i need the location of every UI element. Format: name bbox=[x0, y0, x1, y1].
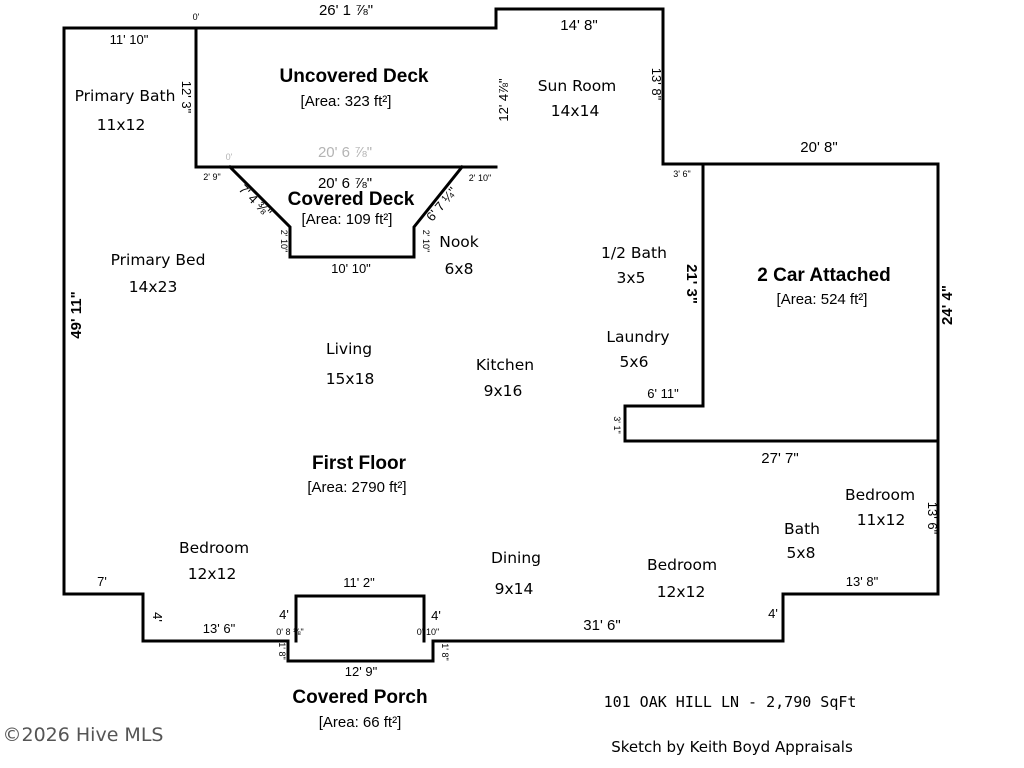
room-primary-bed: Primary Bed bbox=[111, 251, 206, 269]
room-kitchen: Kitchen bbox=[476, 356, 534, 374]
dim-bl-jog-depth: 4' bbox=[150, 612, 165, 622]
dim-top-zero: 0' bbox=[193, 12, 200, 22]
dim-half-bath-wall: 21' 3" bbox=[683, 264, 700, 304]
covered-porch-area: [Area: 66 ft²] bbox=[319, 714, 402, 731]
garage-area: [Area: 524 ft²] bbox=[777, 291, 868, 308]
garage-walls bbox=[623, 162, 940, 443]
room-half-bath-size: 3x5 bbox=[617, 269, 646, 287]
first-floor-label: First Floor bbox=[312, 453, 407, 474]
dim-primary-bath-width: 11' 10" bbox=[110, 32, 149, 47]
dim-covered-deck-width: 20' 6 ⅞" bbox=[318, 175, 372, 192]
room-laundry: Laundry bbox=[606, 328, 669, 346]
room-bedroom-s-size: 12x12 bbox=[657, 583, 706, 601]
dim-porch-right-offset: 0' 10" bbox=[417, 627, 439, 637]
garage-label: 2 Car Attached bbox=[757, 265, 890, 286]
dim-cd-left-offset: 2' 9" bbox=[203, 172, 220, 182]
covered-porch-label: Covered Porch bbox=[292, 687, 427, 708]
copyright-watermark: ©2026 Hive MLS bbox=[3, 724, 164, 746]
dim-br-jog-depth: 4' bbox=[768, 606, 778, 621]
dim-porch-left-step: 1' 8" bbox=[277, 642, 287, 659]
dim-sun-room-width: 14' 8" bbox=[560, 17, 597, 34]
property-address: 101 OAK HILL LN - 2,790 SqFt bbox=[604, 693, 857, 711]
room-bedroom-s: Bedroom bbox=[647, 556, 717, 574]
dim-deck-right: 12' 4⅞" bbox=[496, 78, 511, 122]
dim-garage-bottom: 27' 7" bbox=[761, 450, 798, 467]
dim-br-bottom: 31' 6" bbox=[583, 617, 620, 634]
covered-deck-label: Covered Deck bbox=[288, 189, 415, 210]
dim-sun-room-depth: 13' 8" bbox=[649, 68, 664, 101]
room-bath: Bath bbox=[784, 520, 820, 538]
room-dining-size: 9x14 bbox=[495, 580, 534, 598]
room-sun-room-size: 14x14 bbox=[551, 102, 600, 120]
dim-cd-left-side: 2' 10" bbox=[279, 230, 289, 252]
dim-cd-right-diag: 6' 7 ¼" bbox=[423, 184, 460, 224]
dim-laundry-width: 6' 11" bbox=[647, 386, 679, 401]
first-floor-area: [Area: 2790 ft²] bbox=[307, 479, 406, 496]
room-primary-bed-size: 14x23 bbox=[129, 278, 178, 296]
dim-deck-zero-grey: 0' bbox=[226, 152, 233, 162]
dim-deck-width-grey: 20' 6 ⅞" bbox=[318, 144, 372, 161]
room-living: Living bbox=[326, 340, 372, 358]
dim-cd-right-offset: 2' 10" bbox=[469, 173, 491, 183]
dim-br-jog-width: 13' 8" bbox=[846, 574, 879, 589]
dim-porch-top: 11' 2" bbox=[343, 575, 375, 590]
dim-bedroom-ne-depth: 13' 6" bbox=[925, 502, 940, 535]
uncovered-deck-area: [Area: 323 ft²] bbox=[301, 93, 392, 110]
room-bedroom-sw-size: 12x12 bbox=[188, 565, 237, 583]
dim-cd-right-side: 2' 10" bbox=[421, 230, 431, 252]
dim-porch-left-offset: 0' 8 ⅛" bbox=[276, 627, 303, 637]
room-living-size: 15x18 bbox=[326, 370, 375, 388]
room-nook: Nook bbox=[439, 233, 479, 251]
dim-cd-bottom: 10' 10" bbox=[331, 261, 371, 276]
room-bedroom-sw: Bedroom bbox=[179, 539, 249, 557]
covered-deck-walls bbox=[227, 164, 465, 259]
room-half-bath: 1/2 Bath bbox=[601, 244, 667, 262]
room-kitchen-size: 9x16 bbox=[484, 382, 523, 400]
dim-garage-width: 20' 8" bbox=[800, 139, 837, 156]
room-primary-bath-size: 11x12 bbox=[97, 116, 146, 134]
dim-porch-right-step: 1' 8" bbox=[440, 643, 450, 660]
room-sun-room: Sun Room bbox=[538, 77, 617, 95]
room-bedroom-ne-size: 11x12 bbox=[857, 511, 906, 529]
room-bath-size: 5x8 bbox=[787, 544, 816, 562]
room-nook-size: 6x8 bbox=[445, 260, 474, 278]
covered-deck-area: [Area: 109 ft²] bbox=[302, 211, 393, 228]
dim-left-depth: 49' 11" bbox=[68, 291, 85, 338]
dim-laundry-jog: 3' 1" bbox=[612, 416, 622, 433]
dim-deck-left: 12' 3" bbox=[179, 81, 194, 114]
dim-bl-bottom: 13' 6" bbox=[203, 621, 236, 636]
dim-top-width: 26' 1 ⅞" bbox=[319, 2, 373, 19]
dim-garage-offset: 3' 6" bbox=[673, 169, 690, 179]
dim-garage-depth: 24' 4" bbox=[939, 285, 956, 325]
uncovered-deck-label: Uncovered Deck bbox=[280, 66, 429, 87]
dim-porch-bottom: 12' 9" bbox=[345, 664, 378, 679]
uncovered-deck-walls bbox=[194, 26, 498, 169]
room-dining: Dining bbox=[491, 549, 541, 567]
dim-porch-right-depth: 4' bbox=[431, 608, 441, 623]
room-laundry-size: 5x6 bbox=[620, 353, 649, 371]
dim-bl-jog-width: 7' bbox=[97, 574, 107, 589]
sketch-credit: Sketch by Keith Boyd Appraisals bbox=[611, 738, 853, 756]
dim-porch-left-depth: 4' bbox=[279, 607, 289, 622]
dim-cd-left-diag: 7' 4 ⅜" bbox=[236, 182, 275, 221]
room-bedroom-ne: Bedroom bbox=[845, 486, 915, 504]
room-primary-bath: Primary Bath bbox=[75, 87, 176, 105]
first-floor-outline bbox=[62, 7, 940, 663]
covered-porch-walls bbox=[294, 594, 426, 643]
